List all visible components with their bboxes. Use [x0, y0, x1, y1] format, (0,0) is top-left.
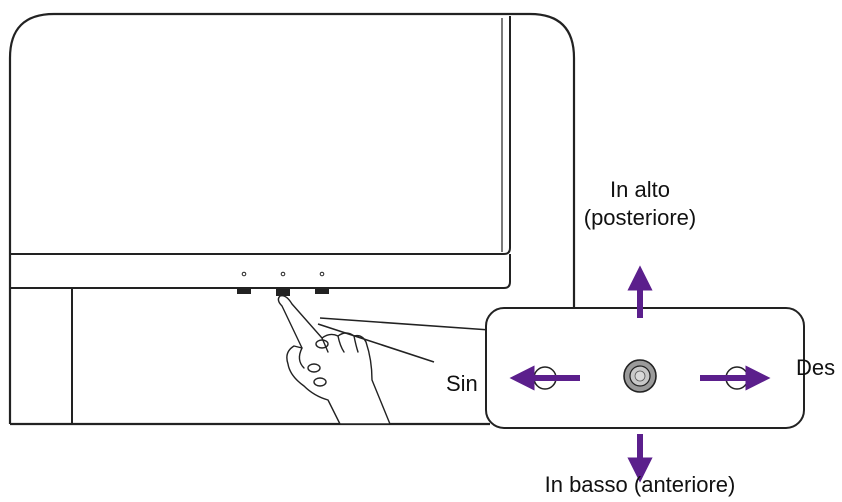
callout-line — [317, 323, 435, 363]
bezel-button — [315, 288, 329, 294]
pointing-hand-icon — [277, 294, 391, 425]
direction-label-left: Sin — [446, 371, 478, 396]
callout-line — [319, 317, 491, 331]
bezel-indicator-dot — [241, 271, 247, 277]
monitor-illustration — [8, 12, 576, 426]
direction-label-up-line2: (posteriore) — [583, 205, 697, 230]
direction-label-up: In alto (posteriore) — [560, 176, 720, 232]
bezel-button-joystick — [276, 288, 290, 296]
bezel-indicator-dot — [280, 271, 286, 277]
direction-label-right: Des — [796, 355, 836, 380]
monitor-outer-frame — [8, 12, 576, 424]
monitor-bottom-bezel — [10, 254, 511, 289]
direction-label-up-line1: In alto — [610, 177, 670, 202]
bezel-indicator-dot — [319, 271, 325, 277]
monitor-screen-panel — [10, 16, 511, 255]
direction-label-down: In basso (anteriore) — [544, 472, 736, 497]
bezel-button — [237, 288, 251, 294]
joystick-knob-icon — [623, 359, 657, 393]
